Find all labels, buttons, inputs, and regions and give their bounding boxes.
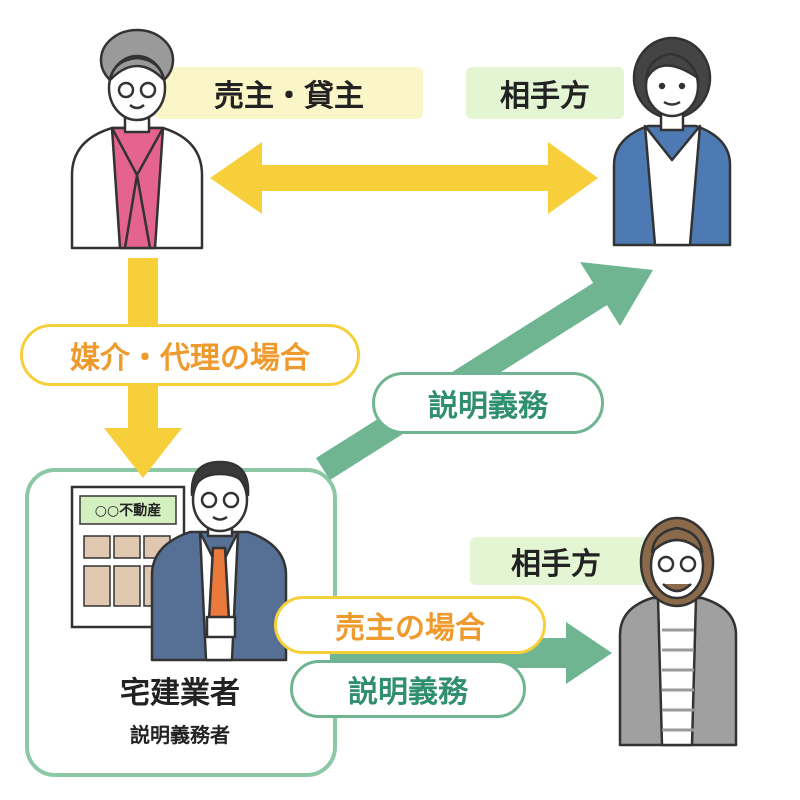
company-sign: ○○不動産	[94, 503, 162, 519]
brokerage-label: 媒介・代理の場合	[20, 324, 360, 386]
duty-label-bottom: 説明義務	[290, 660, 526, 718]
young-woman-icon	[612, 36, 732, 247]
company-subtitle: 説明義務者	[130, 722, 230, 747]
company-title: 宅建業者	[120, 676, 240, 711]
duty-label-top: 説明義務	[372, 372, 604, 434]
businessman-icon	[150, 460, 288, 662]
elderly-woman-icon	[70, 28, 204, 250]
buyer-label-top: 相手方	[466, 67, 624, 119]
seller-label: 売主・貸主	[155, 67, 423, 119]
seller-case-label: 売主の場合	[274, 596, 546, 654]
double-arrow	[210, 142, 598, 214]
bearded-man-icon	[618, 516, 738, 747]
